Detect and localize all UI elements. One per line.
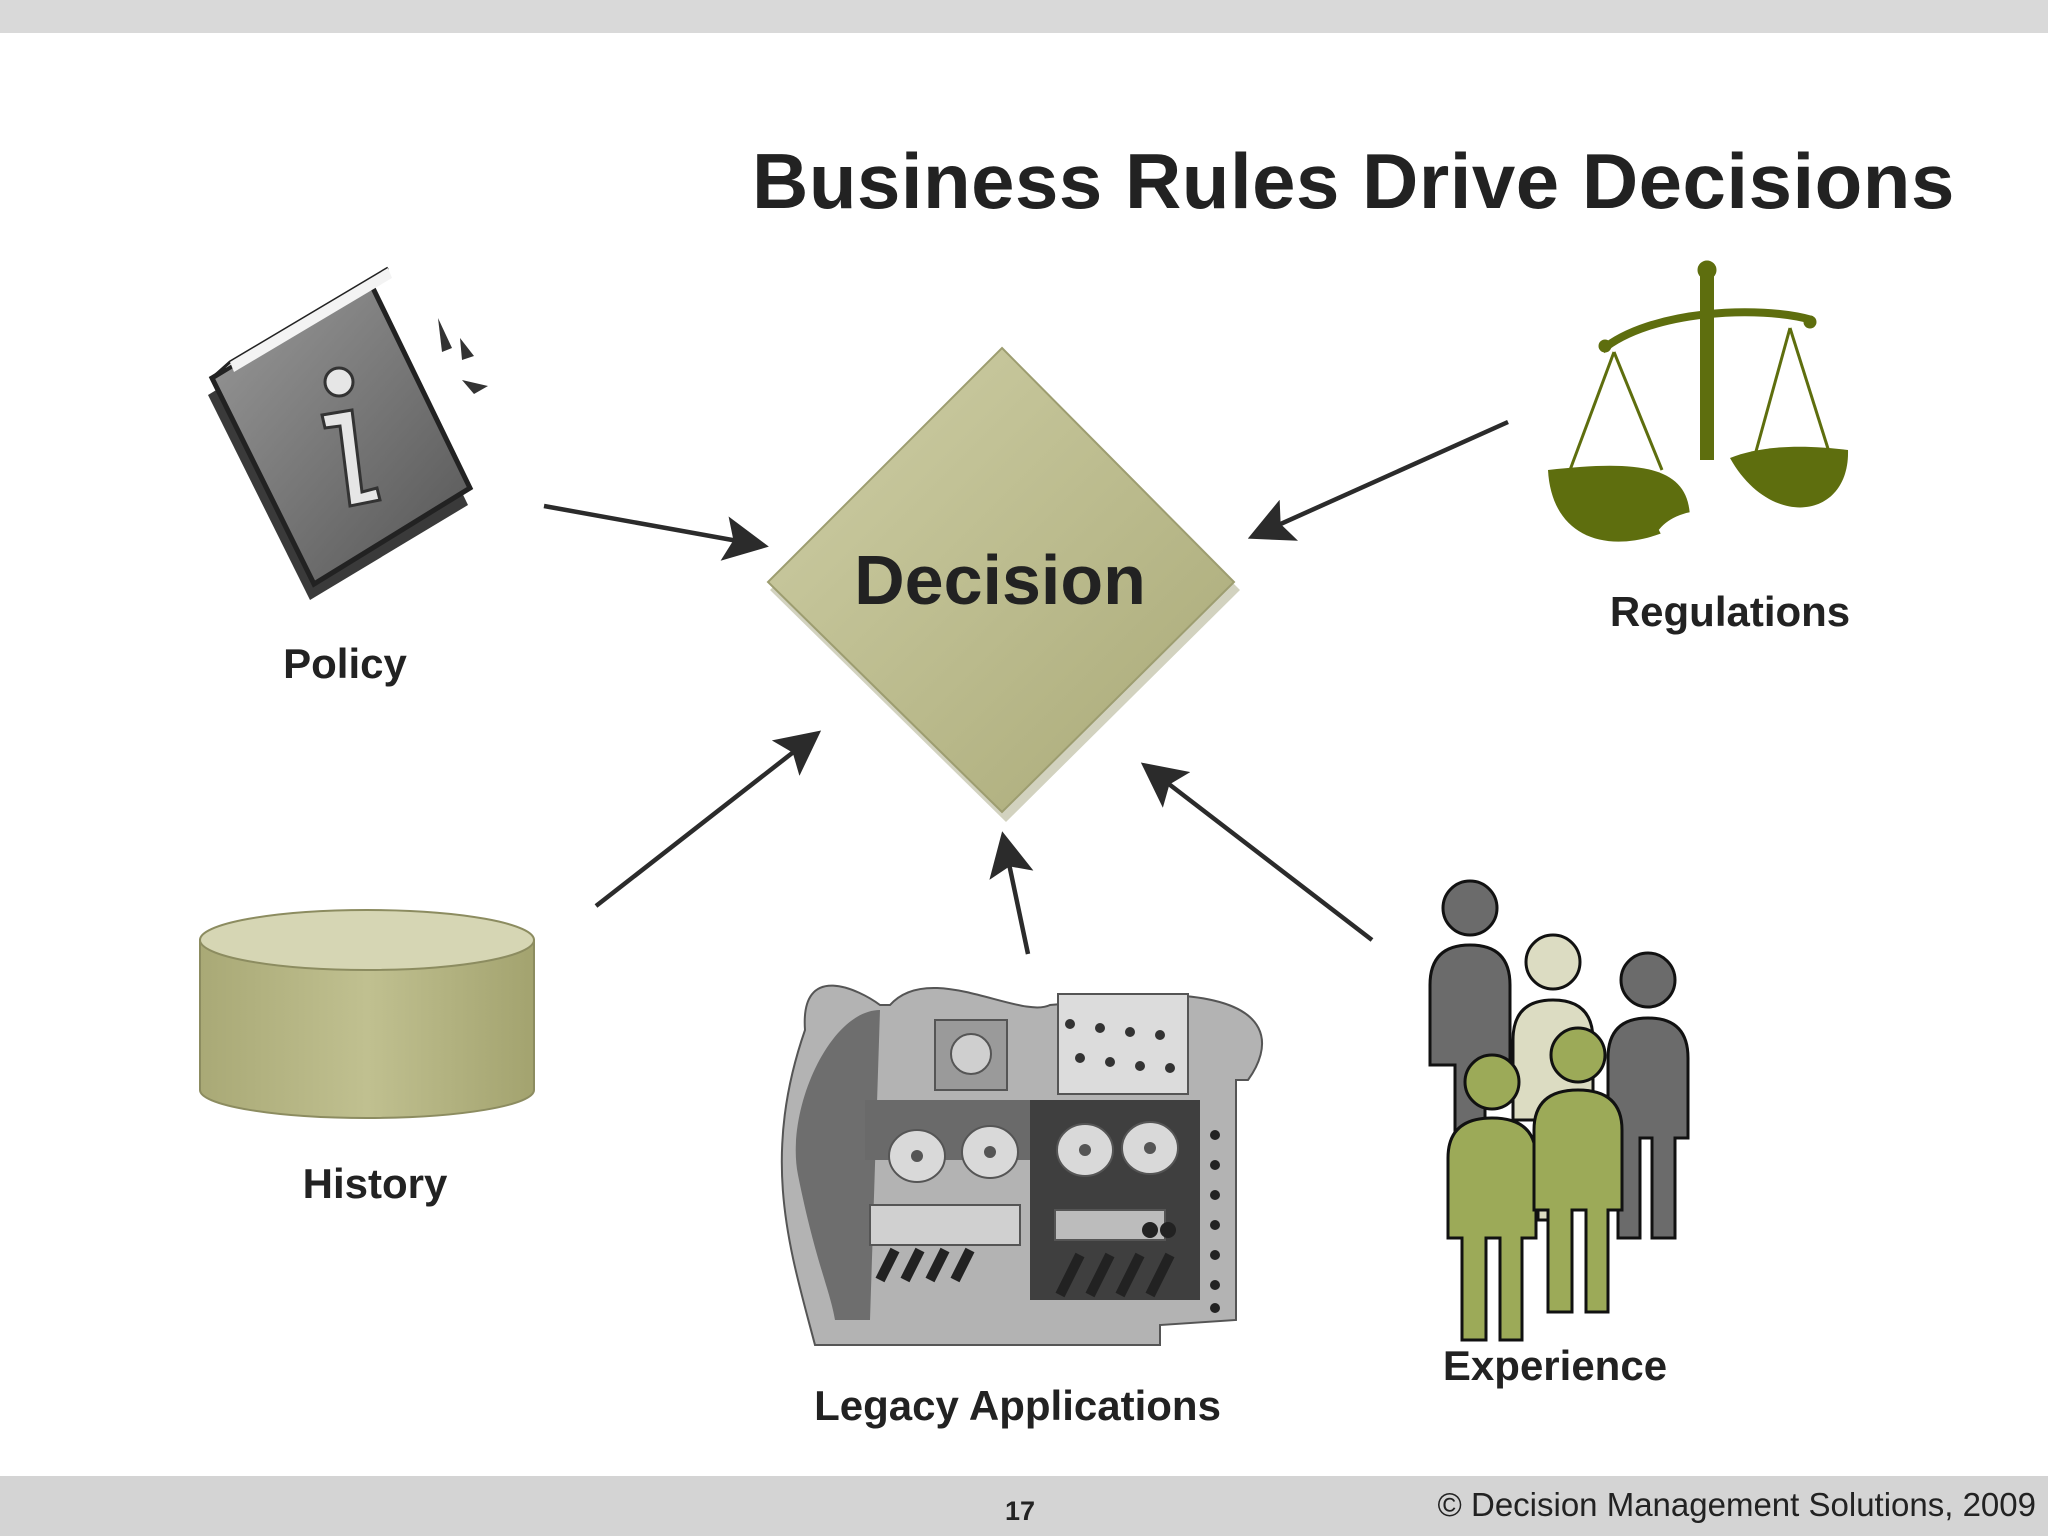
arrow-legacy: [989, 831, 1034, 955]
arrows: [543, 419, 1509, 955]
arrow-policy: [543, 503, 769, 561]
copyright-notice: © Decision Management Solutions, 2009: [1437, 1486, 2037, 1523]
arrow-experience: [1140, 762, 1374, 942]
experience-label: Experience: [1442, 1342, 1668, 1389]
policy-label: Policy: [283, 640, 407, 687]
history-label: History: [302, 1160, 448, 1207]
scales-of-justice-icon: [1548, 260, 1849, 542]
decision-label: Decision: [854, 541, 1146, 619]
person-gray-right: [1606, 951, 1690, 1240]
footer-bar: [0, 1476, 2048, 1536]
book-info-icon: [208, 266, 488, 600]
arrow-history: [594, 730, 822, 908]
decision-diamond: [766, 346, 1240, 822]
legacy-applications-label: Legacy Applications: [814, 1382, 1221, 1429]
mainframe-computer-icon: [780, 984, 1263, 1346]
slide-title: Business Rules Drive Decisions: [752, 137, 1955, 225]
arrow-regulations: [1247, 419, 1509, 541]
top-bar: [0, 0, 2048, 33]
regulations-label: Regulations: [1609, 588, 1851, 635]
people-group-icon: [1428, 879, 1690, 1342]
person-green-right: [1532, 1026, 1624, 1314]
person-green-left: [1446, 1053, 1538, 1342]
page-number: 17: [1004, 1496, 1036, 1526]
database-cylinder-icon: [199, 909, 535, 1119]
